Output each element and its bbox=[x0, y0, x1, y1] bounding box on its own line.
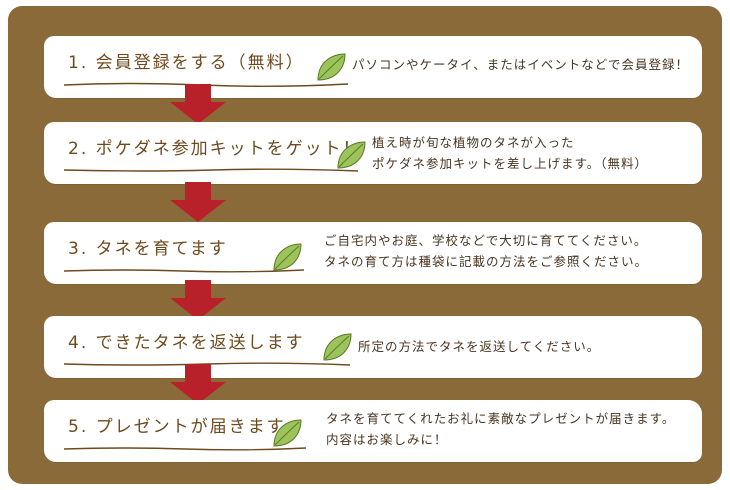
arrow-down-icon bbox=[170, 280, 226, 320]
step-card-2: 2. ポケダネ参加キットをゲット！ 植え時が旬な植物のタネが入った ポケダネ参加… bbox=[44, 122, 702, 184]
step-card-1: 1. 会員登録をする（無料） パソコンやケータイ、またはイベントなどで会員登録！ bbox=[44, 36, 702, 98]
step-title-4: 4. できたタネを返送します bbox=[68, 333, 305, 353]
description-line: 所定の方法でタネを返送してください。 bbox=[358, 339, 601, 354]
leaf-icon bbox=[323, 333, 352, 361]
description-line: タネを育ててくれたお礼に素敵なプレゼントが届きます。 bbox=[326, 411, 676, 426]
leaf-icon bbox=[273, 419, 302, 447]
step-title-1: 1. 会員登録をする（無料） bbox=[68, 53, 305, 73]
description-line: タネの育て方は種袋に記載の方法をご参照ください。 bbox=[324, 254, 649, 269]
title-underline bbox=[63, 269, 305, 273]
description-line: パソコンやケータイ、またはイベントなどで会員登録！ bbox=[352, 57, 690, 72]
description-line: 植え時が旬な植物のタネが入った bbox=[372, 135, 575, 150]
step-description-1: パソコンやケータイ、またはイベントなどで会員登録！ bbox=[352, 54, 689, 75]
step-card-5: 5. プレゼントが届きます タネを育ててくれたお礼に素敵なプレゼントが届きます。… bbox=[44, 400, 702, 462]
description-line: ご自宅内やお庭、学校などで大切に育ててください。 bbox=[324, 233, 648, 248]
description-line: 内容はお楽しみに！ bbox=[326, 432, 448, 447]
steps-board: 1. 会員登録をする（無料） パソコンやケータイ、またはイベントなどで会員登録！… bbox=[8, 6, 722, 484]
step-description-2: 植え時が旬な植物のタネが入った ポケダネ参加キットを差し上げます。（無料） bbox=[372, 132, 648, 174]
title-underline bbox=[63, 168, 359, 172]
step-title-2: 2. ポケダネ参加キットをゲット！ bbox=[68, 139, 362, 159]
title-underline bbox=[63, 447, 307, 451]
leaf-icon bbox=[337, 141, 366, 169]
arrow-down-icon bbox=[170, 182, 226, 222]
step-card-4: 4. できたタネを返送します 所定の方法でタネを返送してください。 bbox=[44, 316, 702, 378]
leaf-icon bbox=[273, 243, 302, 271]
step-title-5: 5. プレゼントが届きます bbox=[68, 417, 286, 437]
step-card-3: 3. タネを育てます ご自宅内やお庭、学校などで大切に育ててください。 タネの育… bbox=[44, 222, 702, 284]
description-line: ポケダネ参加キットを差し上げます。（無料） bbox=[372, 156, 649, 171]
step-description-5: タネを育ててくれたお礼に素敵なプレゼントが届きます。 内容はお楽しみに！ bbox=[326, 408, 675, 450]
arrow-down-icon bbox=[170, 364, 226, 404]
step-description-4: 所定の方法でタネを返送してください。 bbox=[358, 336, 600, 357]
arrow-down-icon bbox=[170, 84, 226, 124]
step-description-3: ご自宅内やお庭、学校などで大切に育ててください。 タネの育て方は種袋に記載の方法… bbox=[324, 230, 648, 272]
leaf-icon bbox=[317, 53, 346, 81]
step-title-3: 3. タネを育てます bbox=[68, 239, 228, 259]
